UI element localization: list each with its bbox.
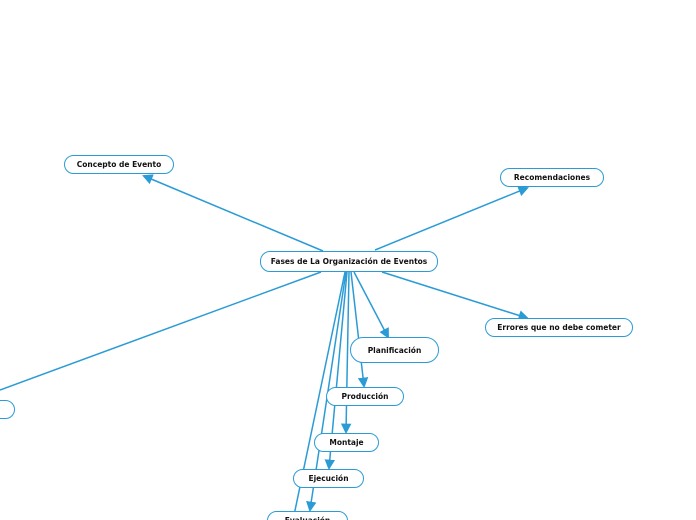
node-montaje[interactable]: Montaje [314, 433, 379, 452]
node-ejecucion[interactable]: Ejecución [293, 469, 364, 488]
edge-montaje [340, 271, 352, 435]
node-errores-que-no-debe-cometer[interactable]: Errores que no debe cometer [485, 318, 633, 337]
edge-offscreen [0, 271, 322, 391]
node-offscreen-topic[interactable] [0, 400, 15, 419]
node-produccion[interactable]: Producción [326, 387, 404, 406]
node-concepto-de-evento[interactable]: Concepto de Evento [64, 155, 174, 174]
edge-recomendaciones [374, 186, 529, 251]
node-central-topic[interactable]: Fases de La Organización de Eventos [260, 251, 438, 272]
edge-concepto [142, 174, 324, 252]
node-planificacion[interactable]: Planificación [350, 337, 439, 363]
edge-produccion [350, 271, 369, 389]
node-evaluacion[interactable]: Evaluación [267, 511, 348, 520]
node-recomendaciones[interactable]: Recomendaciones [500, 168, 604, 187]
edge-errores [381, 271, 530, 321]
edge-planificacion [353, 271, 389, 339]
